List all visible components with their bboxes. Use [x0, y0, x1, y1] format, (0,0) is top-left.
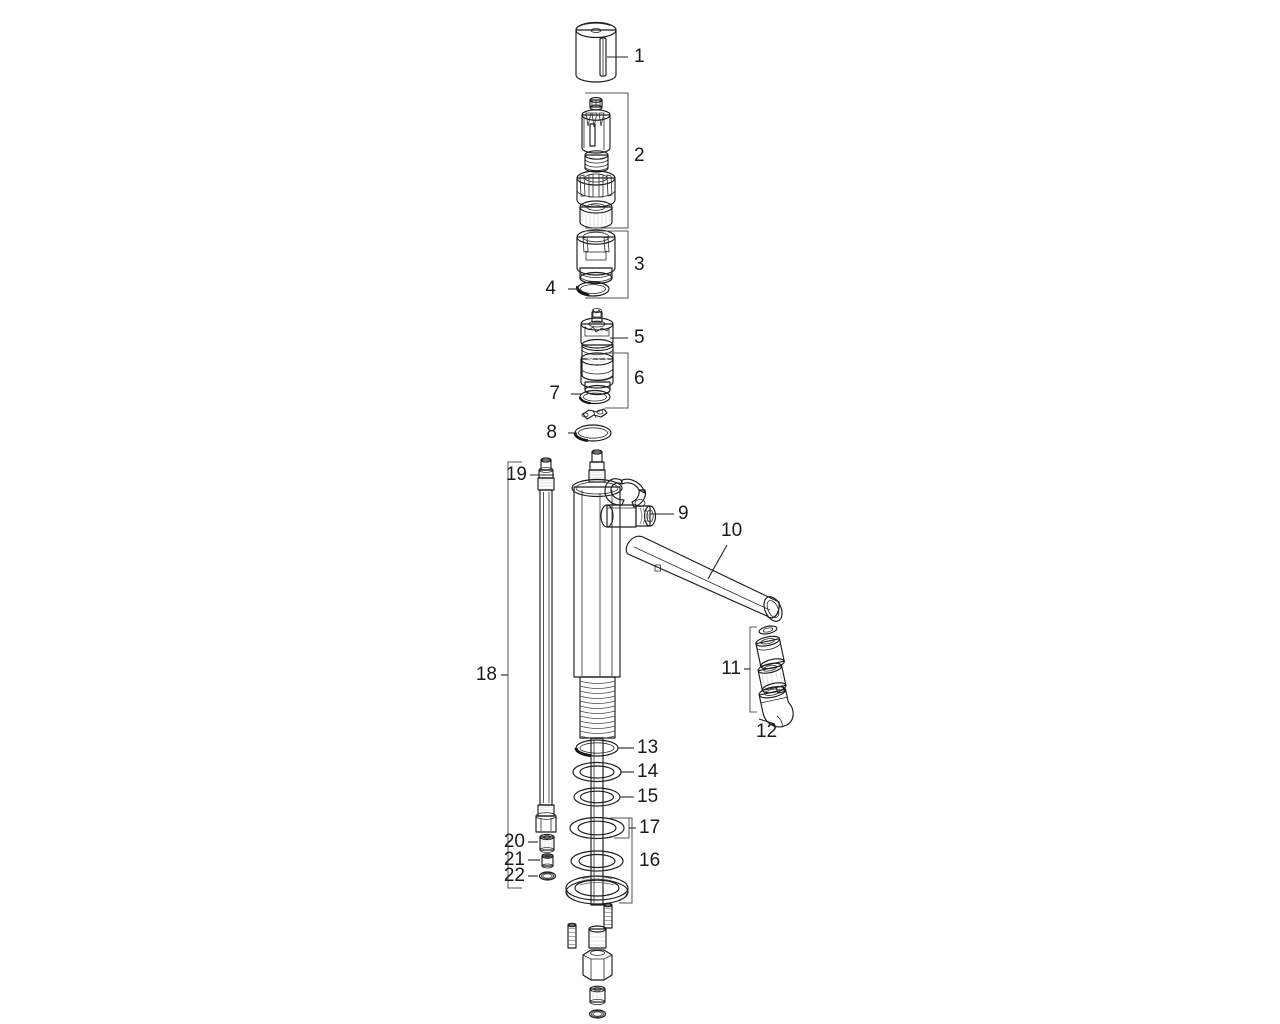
part-3-cartridge-cap	[576, 229, 616, 285]
callout-label-3: 3	[634, 254, 645, 275]
part-20-hose-nut	[539, 833, 555, 853]
callout-label-16: 16	[639, 850, 660, 871]
callout-label-6: 6	[634, 368, 645, 389]
callout-label-19: 19	[506, 464, 527, 485]
callout-label-2: 2	[634, 145, 645, 166]
part-12-spout-end-elbow	[758, 685, 794, 728]
callout-label-10: 10	[721, 520, 742, 541]
leader-10	[707, 544, 728, 580]
callout-label-21: 21	[504, 849, 525, 870]
part-2-handle-sleeve	[581, 109, 611, 154]
part-9-retaining-clip	[604, 478, 647, 508]
part-16-hose-nut-lower	[589, 985, 606, 1006]
callout-label-9: 9	[678, 503, 689, 524]
callout-label-17: 17	[639, 817, 660, 838]
part-7-o-ring-cartridge-base	[578, 389, 612, 405]
part-16-mounting-plate	[565, 875, 629, 905]
callout-label-15: 15	[637, 786, 658, 807]
part-2-handle-mechanism-assembly	[576, 97, 616, 229]
callout-label-5: 5	[634, 327, 645, 348]
part-flow-restrictor-cross	[581, 408, 608, 420]
part-9-spout-connector-nipple	[600, 478, 657, 528]
callout-label-22: 22	[504, 865, 525, 886]
callout-label-7: 7	[549, 383, 560, 404]
callout-label-12: 12	[756, 721, 777, 742]
part-16-threaded-collar	[588, 925, 607, 949]
spout-marking	[654, 564, 661, 572]
part-16-mounting-set	[565, 850, 629, 1019]
part-1-handle-cap-sleeve	[575, 21, 617, 83]
part-16-hex-nut	[582, 949, 613, 981]
callout-label-8: 8	[546, 422, 557, 443]
part-19-flexible-hose	[535, 457, 557, 833]
part-16-bottom-washer	[588, 1009, 607, 1019]
part-16-bolt-left	[567, 922, 577, 949]
callout-label-20: 20	[504, 831, 525, 852]
callout-label-13: 13	[637, 737, 658, 758]
part-16-bolt-right	[603, 902, 613, 929]
bracket-2	[585, 92, 629, 229]
part-6-cartridge-base-assembly	[580, 352, 614, 396]
part-22-hose-washer	[538, 871, 557, 881]
callout-label-4: 4	[545, 278, 556, 299]
callout-label-11: 11	[721, 658, 741, 679]
leader-12	[758, 718, 776, 725]
part-9-connector-body	[600, 504, 657, 528]
bracket-6	[605, 352, 629, 409]
part-21-hose-insert	[541, 853, 554, 869]
callout-label-14: 14	[637, 761, 659, 782]
callout-leaders	[501, 56, 776, 904]
part-17-base-gasket	[569, 816, 625, 840]
part-11-aerator-washer	[758, 625, 778, 635]
part-11-aerator-assembly	[755, 625, 787, 694]
callout-numbers: 1 2 3 4 5 6 7 8 9 10 11 12 13 14 15 17 1…	[476, 46, 777, 886]
part-10-spout-tube	[625, 535, 783, 622]
callout-label-1: 1	[634, 46, 645, 67]
bracket-16	[619, 817, 633, 904]
callout-label-18: 18	[476, 664, 497, 685]
bracket-3	[585, 230, 629, 299]
part-11-aerator-sleeve-upper	[755, 635, 785, 670]
